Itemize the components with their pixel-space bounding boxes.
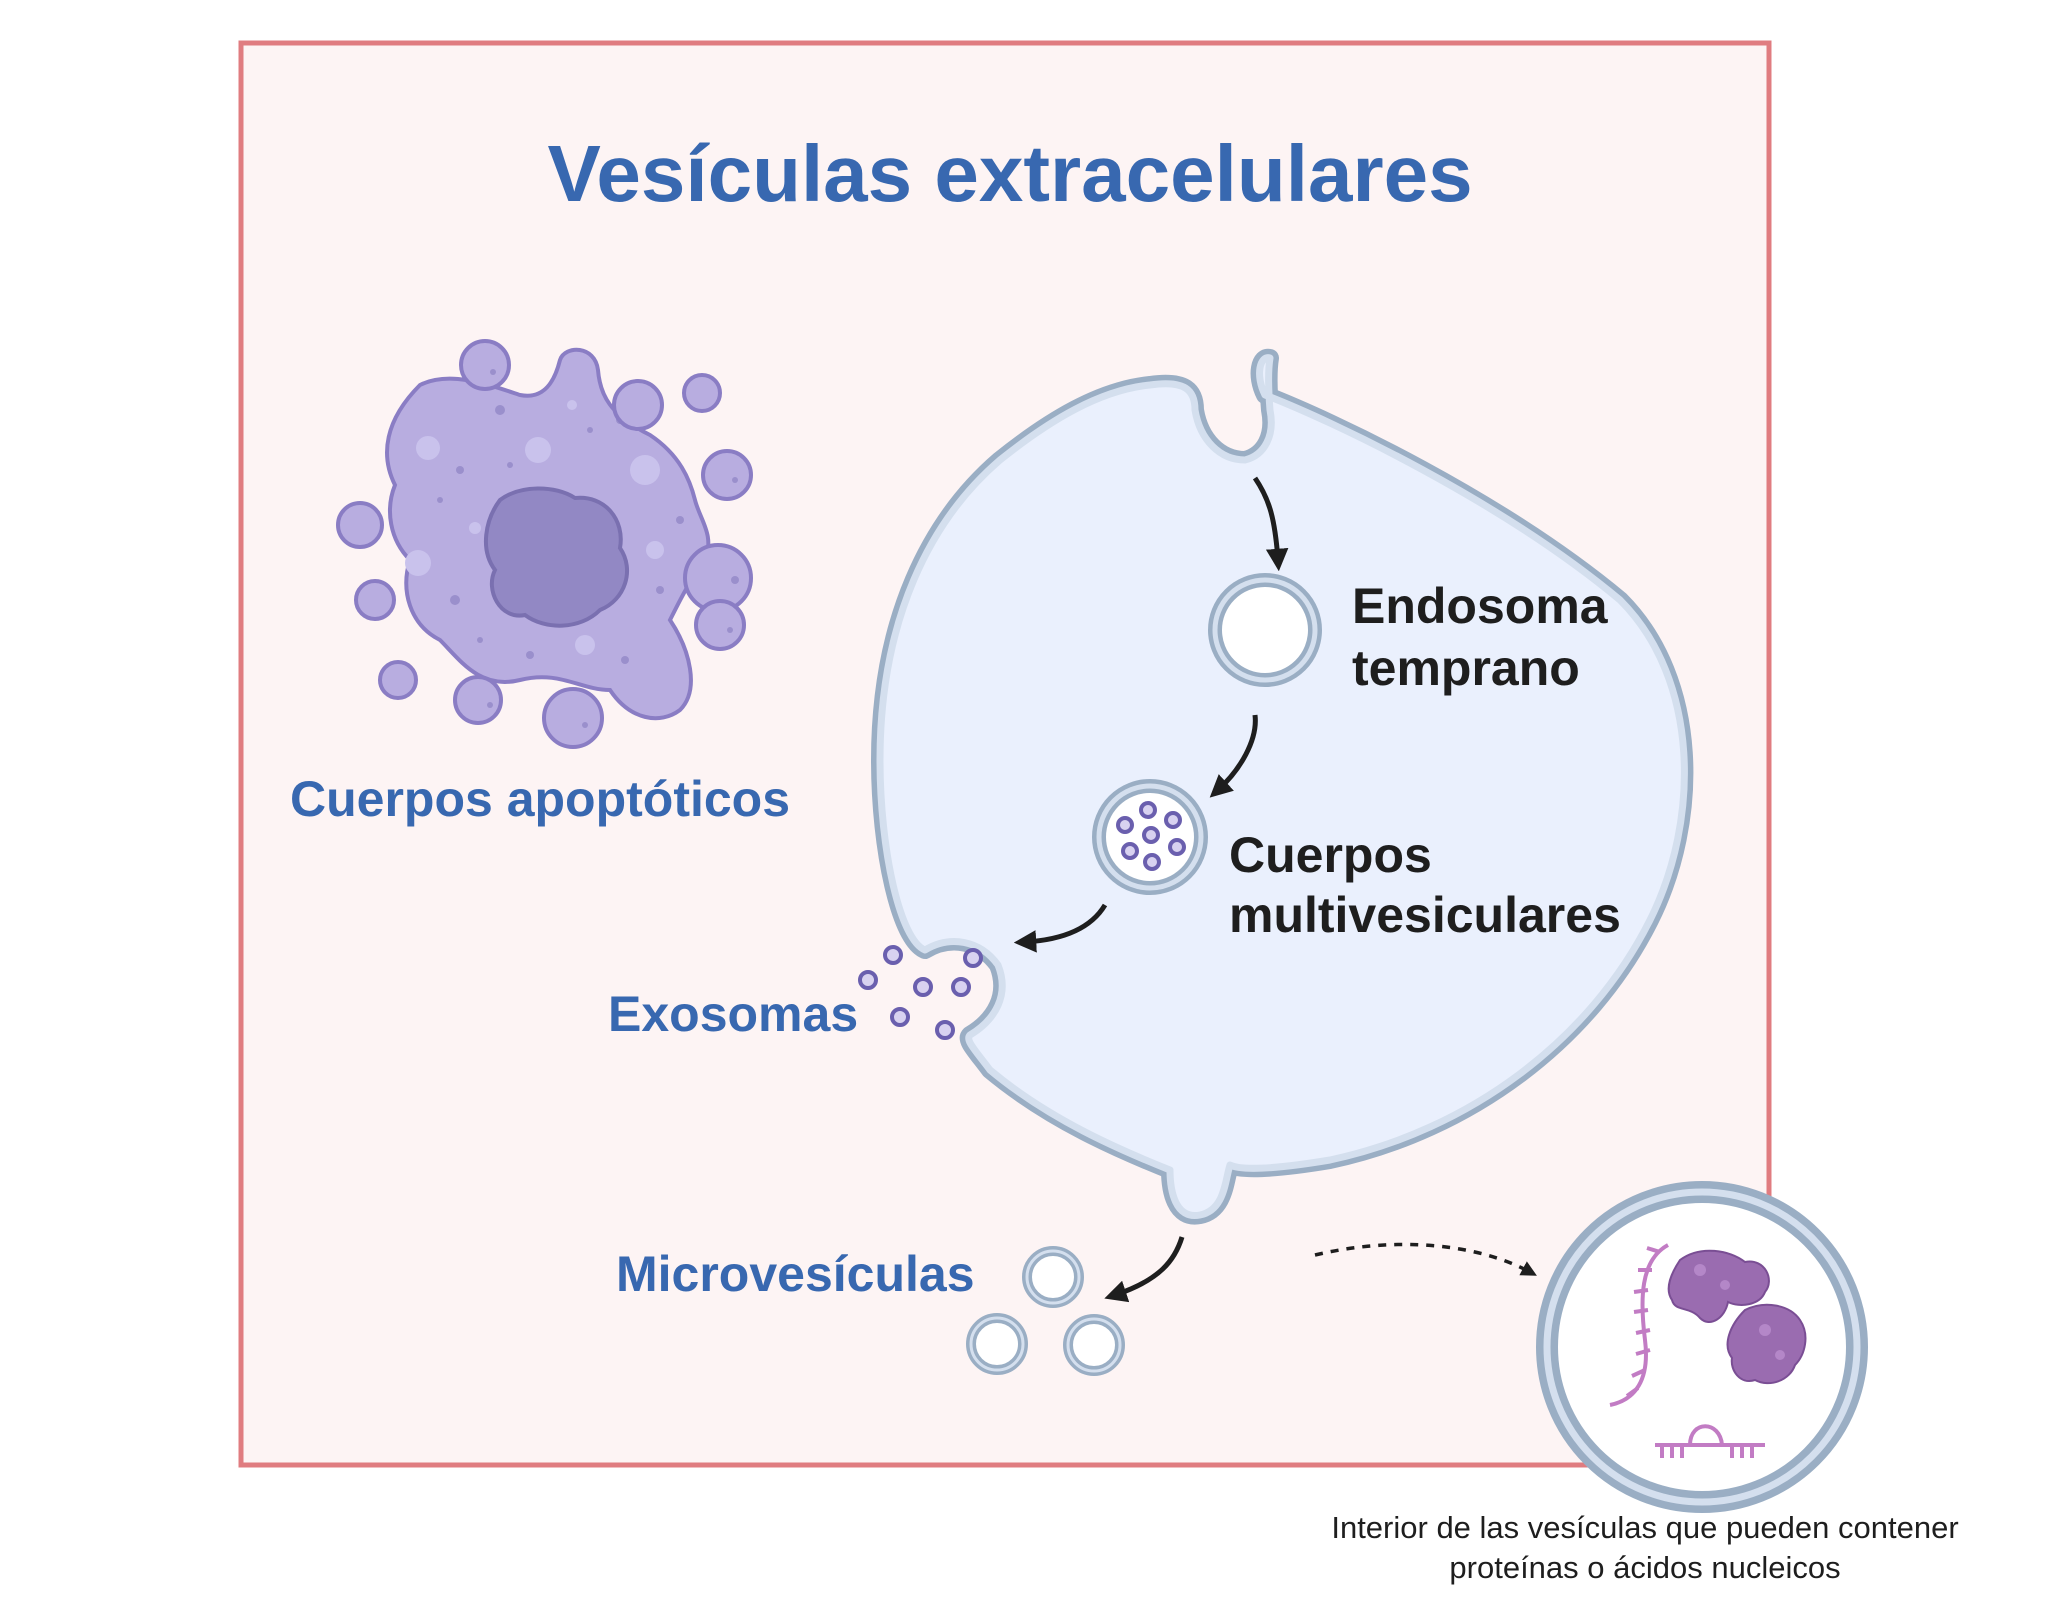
rna-icon [1609, 1243, 1765, 1458]
vesicle-interior-icon [1536, 1181, 1868, 1513]
early-endosome-icon [1208, 573, 1322, 687]
label-multivesicular-bodies: Cuerpos multivesiculares [1229, 825, 1621, 945]
label-microvesicles: Microvesículas [616, 1246, 975, 1302]
label-early-endosome-line1: Endosoma [1352, 578, 1608, 634]
note-line1: Interior de las vesículas que pueden con… [1331, 1510, 1959, 1545]
arrow-icon [1013, 476, 1289, 1303]
arrow-to-exosomes [1013, 903, 1108, 953]
multivesicular-body-icon [1092, 779, 1208, 895]
dashed-arrow [1314, 1242, 1537, 1276]
arrow-to-mvb [1209, 714, 1258, 798]
diagram-title: Vesículas extracelulares [547, 129, 1473, 218]
label-mvb-line1: Cuerpos [1229, 827, 1432, 883]
apoptotic-cell-icon [336, 339, 753, 749]
exosome-icon [858, 945, 983, 1040]
protein-icon [1667, 1249, 1807, 1385]
label-early-endosome: Endosoma temprano [1352, 575, 1608, 699]
cell-membrane-icon [871, 348, 1694, 1225]
arrow-to-microvesicles [1104, 1236, 1185, 1303]
microvesicle-icon [966, 1246, 1125, 1376]
label-early-endosome-line2: temprano [1352, 640, 1580, 696]
note-line2: proteínas o ácidos nucleicos [1449, 1550, 1841, 1585]
label-exosomes: Exosomas [608, 986, 859, 1042]
arrow-to-endosome [1252, 476, 1289, 572]
label-mvb-line2: multivesiculares [1229, 887, 1621, 943]
vesicle-content-note: Interior de las vesículas que pueden con… [1280, 1508, 2010, 1588]
label-apoptotic-bodies: Cuerpos apoptóticos [290, 771, 791, 827]
